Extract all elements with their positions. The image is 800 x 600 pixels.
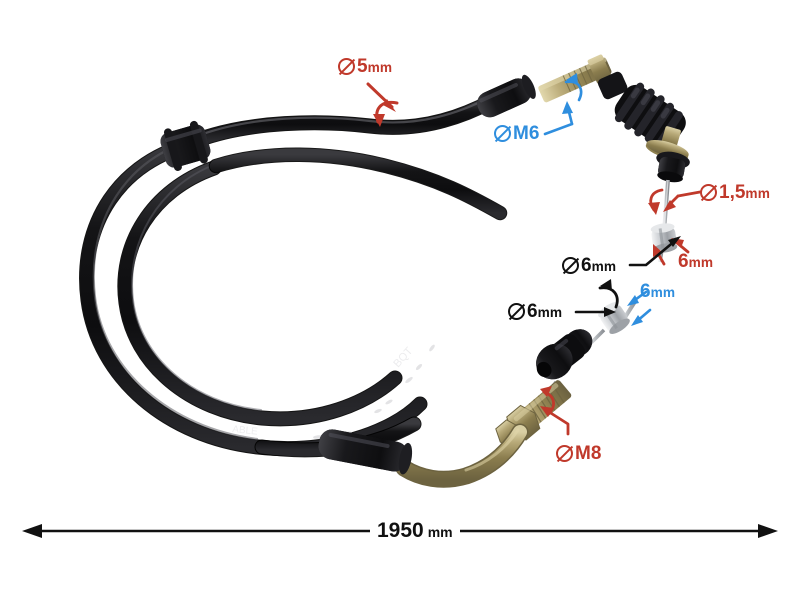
- rubber-dust-boot: [536, 329, 593, 380]
- annotation-value: 1,5: [719, 182, 746, 203]
- diameter-icon: [338, 58, 355, 76]
- annotation-leaders: [366, 73, 702, 436]
- annotation-lower-barrel-nipple-black: 6mm: [508, 302, 562, 321]
- annotation-value: 6: [640, 281, 651, 302]
- annotation-value: M6: [513, 123, 540, 144]
- diameter-icon: [556, 445, 573, 463]
- annotation-unit: mm: [650, 285, 676, 300]
- lower-cable-end: [318, 298, 638, 488]
- annotation-lower-barrel-nipple-blue: 6mm: [640, 282, 675, 301]
- annotation-unit: mm: [591, 259, 617, 274]
- annotation-upper-barrel-nipple-black: 6mm: [562, 256, 616, 275]
- annotation-unit: mm: [688, 255, 714, 270]
- annotation-unit: mm: [537, 305, 563, 320]
- annotation-value: 6: [581, 255, 592, 276]
- diameter-icon: [494, 125, 511, 143]
- svg-text:BQT: BQT: [391, 345, 415, 370]
- annotation-inner-wire-diameter: 1,5mm: [700, 183, 770, 202]
- overall-length-unit: mm: [427, 524, 453, 540]
- diameter-icon: [700, 184, 717, 202]
- annotation-lower-thread-size: M8: [556, 444, 601, 463]
- annotation-unit: mm: [745, 186, 771, 201]
- annotation-upper-thread-size: M6: [494, 124, 539, 143]
- annotation-value: 5: [357, 56, 368, 77]
- upper-cable-end: [477, 54, 690, 183]
- lower-sheath-boot: [318, 429, 413, 475]
- annotation-value: M8: [575, 443, 602, 464]
- annotation-unit: mm: [367, 60, 393, 75]
- overall-length-value: 1950: [377, 519, 424, 542]
- svg-text:ABLE: ABLE: [232, 424, 259, 438]
- annotation-upper-barrel-nipple-red: 6mm: [678, 252, 713, 271]
- annotation-value: 6: [527, 301, 538, 322]
- cable-loop: BQT ABLE: [79, 93, 508, 458]
- annotation-value: 6: [678, 251, 689, 272]
- diameter-icon: [562, 257, 579, 275]
- diameter-icon: [508, 303, 525, 321]
- annotation-cable-outer-diameter: 5mm: [338, 57, 392, 76]
- cable-clip-grommet: [160, 120, 211, 171]
